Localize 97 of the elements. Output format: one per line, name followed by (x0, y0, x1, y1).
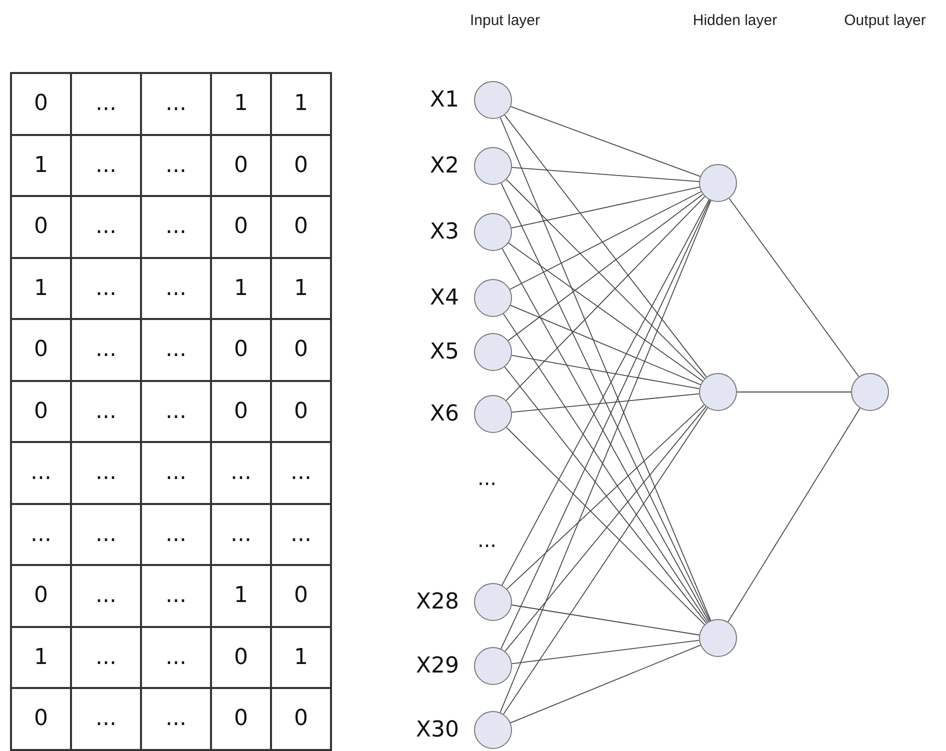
connection-line (506, 404, 705, 590)
connection-line (503, 313, 708, 623)
table-cell: 1 (272, 258, 332, 320)
table-cell: 0 (272, 382, 332, 443)
input-label: X5 (430, 340, 459, 364)
table-cell: 1 (212, 258, 272, 320)
connection-line (510, 304, 701, 386)
input-label: X4 (430, 286, 459, 310)
table-cell: ... (72, 689, 142, 750)
connection-line (511, 604, 700, 636)
connection-line (506, 426, 705, 626)
table-cell: ... (142, 504, 212, 566)
table-cell: 1 (212, 74, 272, 136)
connection-line (511, 186, 700, 228)
table-cell: 0 (12, 320, 72, 382)
table-cell: 0 (12, 74, 72, 136)
connection-line (728, 198, 860, 378)
table-cell: 0 (272, 566, 332, 628)
table-cell: ... (142, 74, 212, 136)
table-cell: ... (142, 628, 212, 689)
table-cell: ... (72, 320, 142, 382)
connection-line (728, 408, 860, 622)
connection-line (511, 393, 700, 413)
input-label: X29 (416, 654, 459, 678)
table-cell: ... (272, 504, 332, 566)
table-cell: ... (12, 443, 72, 504)
connection-line (503, 407, 708, 715)
table-cell: ... (72, 382, 142, 443)
table-cell: 0 (272, 689, 332, 750)
ellipsis-label: ... (477, 466, 497, 490)
table-cell: 1 (12, 258, 72, 320)
table-cell: ... (212, 443, 272, 504)
table-cell: ... (72, 74, 142, 136)
table-cell: ... (72, 136, 142, 197)
neuron-circle (699, 373, 737, 411)
table-cell: ... (142, 566, 212, 628)
table-cell: 0 (12, 197, 72, 258)
neuron-circle (851, 373, 889, 411)
neuron-circle (699, 619, 737, 657)
table-cell: ... (142, 443, 212, 504)
connection-line (511, 640, 700, 664)
table-cell: ... (142, 382, 212, 443)
table-cell: 0 (272, 320, 332, 382)
table-cell: 0 (272, 136, 332, 197)
connection-line (502, 248, 710, 622)
connection-line (506, 196, 706, 401)
layer-title: Hidden layer (692, 12, 778, 29)
connection-line (504, 366, 707, 624)
table-cell: ... (142, 197, 212, 258)
connection-line (506, 179, 706, 379)
connection-line (511, 354, 700, 390)
neuron-circle (699, 164, 737, 202)
table-cell: 1 (12, 628, 72, 689)
table-cell: 1 (272, 628, 332, 689)
input-label: X1 (430, 88, 459, 112)
table-cell: ... (72, 197, 142, 258)
layer-title: Output layer (844, 12, 926, 29)
table-cell: ... (212, 504, 272, 566)
input-label: X6 (430, 402, 459, 426)
table-cell: 1 (272, 74, 332, 136)
table-cell: 1 (12, 136, 72, 197)
connection-line (504, 406, 706, 652)
input-label: X2 (430, 154, 459, 178)
input-label: X3 (430, 220, 459, 244)
table-cell: 0 (212, 320, 272, 382)
table-cell: 0 (212, 136, 272, 197)
connection-line (508, 242, 703, 382)
table-cell: ... (72, 504, 142, 566)
connection-line (512, 166, 700, 182)
input-label: X30 (416, 718, 459, 742)
table-cell: ... (72, 258, 142, 320)
table-cell: ... (72, 628, 142, 689)
table-cell: 0 (212, 382, 272, 443)
table-cell: ... (142, 258, 212, 320)
table-cell: ... (12, 504, 72, 566)
ellipsis-label: ... (477, 528, 497, 552)
table-cell: 0 (212, 628, 272, 689)
table-cell: 0 (212, 689, 272, 750)
table-cell: 0 (12, 382, 72, 443)
table-cell: 1 (212, 566, 272, 628)
connection-line (510, 644, 701, 724)
connection-line (509, 191, 702, 290)
table-cell: 0 (272, 197, 332, 258)
connection-line (510, 106, 701, 177)
table-cell: ... (142, 689, 212, 750)
connection-line (508, 194, 704, 342)
table-cell: 0 (212, 197, 272, 258)
input-label: X28 (416, 590, 459, 614)
table-cell: ... (72, 566, 142, 628)
connection-line (504, 114, 707, 378)
table-cell: ... (142, 136, 212, 197)
table-cell: ... (272, 443, 332, 504)
table-cell: ... (72, 443, 142, 504)
table-cell: 0 (12, 566, 72, 628)
table-cell: ... (142, 320, 212, 382)
layer-title: Input layer (470, 12, 540, 29)
table-cell: 0 (12, 689, 72, 750)
